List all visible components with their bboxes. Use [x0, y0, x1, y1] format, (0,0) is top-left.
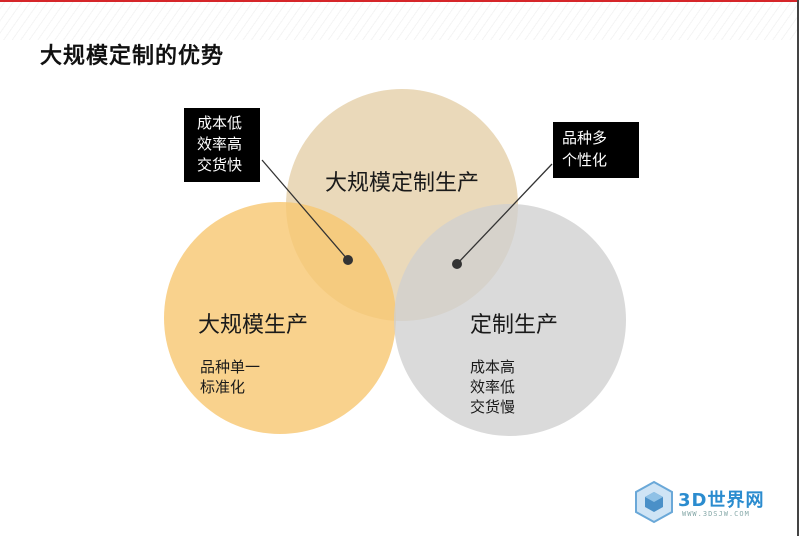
callout-right-line-1: 品种多: [562, 129, 607, 147]
watermark-subtext: WWW.3DSJW.COM: [682, 510, 750, 518]
circle-right-line-3: 交货慢: [470, 398, 515, 416]
callout-left-line-2: 效率高: [197, 135, 242, 153]
circle-right-line-2: 效率低: [470, 378, 515, 396]
cube-icon: [635, 480, 673, 524]
callout-left: 成本低 效率高 交货快: [184, 108, 260, 182]
callout-left-line-1: 成本低: [197, 114, 242, 132]
circle-right-line-1: 成本高: [470, 358, 515, 376]
watermark-text: 3D世界网: [678, 490, 765, 511]
top-accent-line: [0, 0, 799, 2]
right-edge-border: [797, 0, 799, 536]
circle-left-line-2: 标准化: [200, 378, 245, 396]
callout-left-pointer: [261, 159, 349, 261]
circle-mass-production: [164, 202, 396, 434]
callout-left-line-3: 交货快: [197, 156, 242, 174]
callout-right-pointer: [456, 163, 553, 265]
circle-left-line-1: 品种单一: [200, 358, 260, 376]
callout-left-dot: [343, 255, 353, 265]
circle-left-title: 大规模生产: [198, 313, 308, 338]
top-stripe-decoration: [0, 0, 799, 40]
watermark: 3D世界网 WWW.3DSJW.COM: [632, 478, 792, 528]
slide-title: 大规模定制的优势: [40, 44, 225, 69]
callout-right-box: [553, 122, 639, 178]
callout-right: 品种多 个性化: [553, 122, 639, 178]
callout-left-box: [184, 108, 260, 182]
circle-custom-production: [394, 204, 626, 436]
circle-top-title: 大规模定制生产: [325, 171, 479, 196]
circle-right-title: 定制生产: [470, 313, 558, 338]
callout-right-dot: [452, 259, 462, 269]
callout-right-line-2: 个性化: [562, 151, 607, 169]
